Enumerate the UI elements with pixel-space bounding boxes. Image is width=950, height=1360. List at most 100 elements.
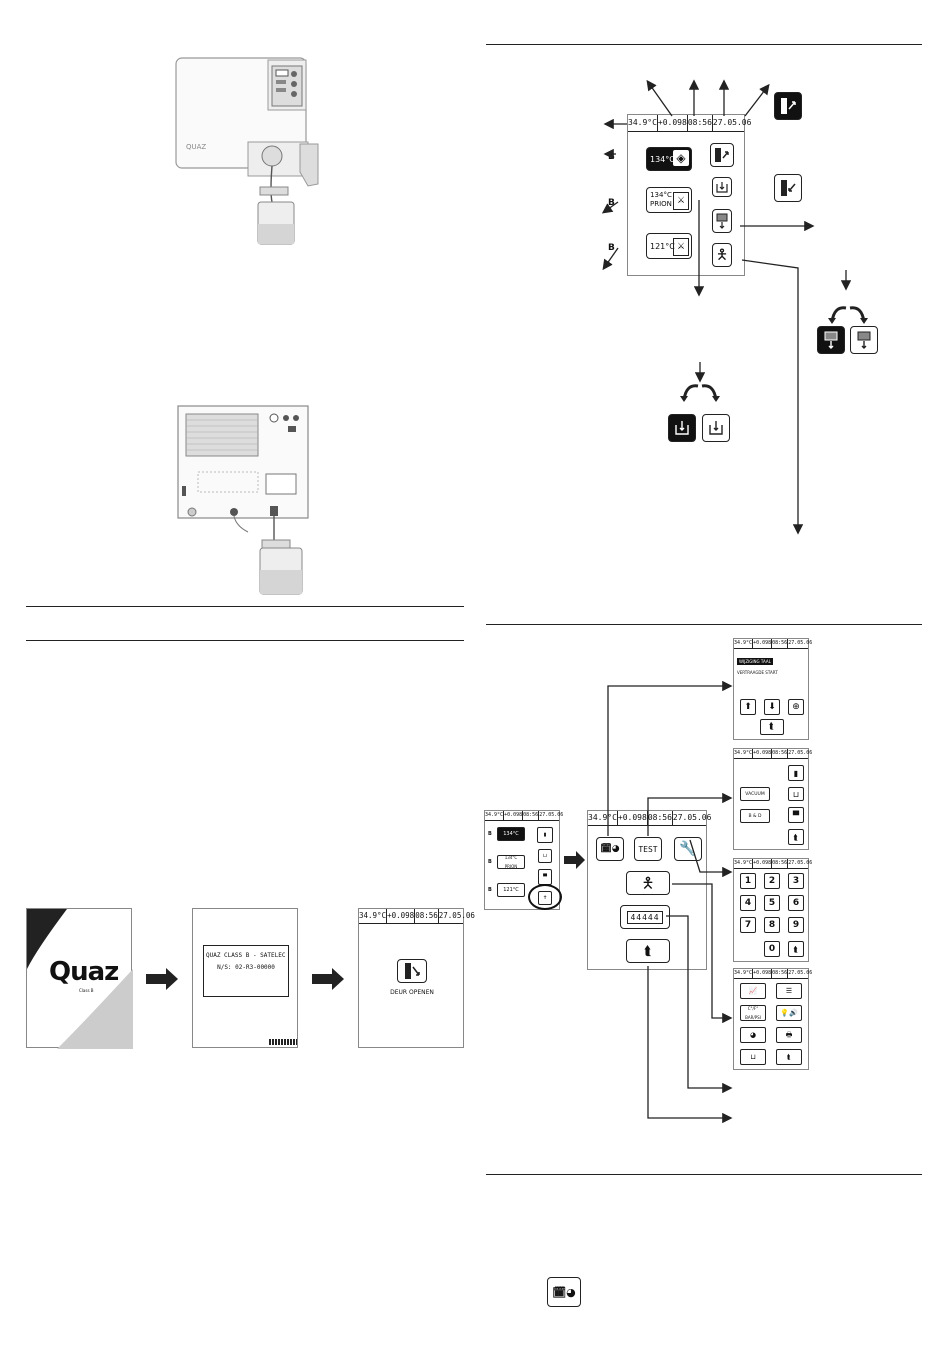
down-button[interactable]: ⬇ [764, 699, 780, 715]
key-4[interactable]: 4 [740, 895, 756, 911]
door-open-icon [715, 148, 729, 162]
arrow-down-icon: ⬇ [768, 701, 776, 712]
vacuum-test-button[interactable]: VACUUM [740, 787, 770, 801]
quaz-logo-subtitle: Class B [79, 988, 94, 993]
bowie-dick-test-button[interactable]: B & D [740, 809, 770, 823]
boot-logo-screen: Quaz Class B [26, 908, 133, 1049]
tank-fill-icon: ⊔ [750, 1052, 756, 1061]
report-list-button[interactable]: ☰ [776, 983, 802, 999]
tank-fill-icon [709, 421, 723, 435]
section-divider [26, 606, 464, 607]
units-label-top: C°/F° [747, 1006, 759, 1011]
key-6[interactable]: 6 [788, 895, 804, 911]
temperature-readout: 34.9°C [588, 811, 618, 825]
program-134-button[interactable]: 134°C ◈ [646, 147, 692, 171]
graph-button[interactable]: 📈 [740, 983, 766, 999]
door-open-screen: 34.9°C +0.098 08:56 27.05.06 DEUR OPENEN [358, 908, 475, 1048]
main-cycle-screen: 34.9°C +0.098 08:56 27.05.06 134°C ◈ 134… [627, 114, 751, 276]
tank-fill-icon [716, 182, 728, 193]
program-134-prion-label: 134°C PRION [650, 191, 672, 208]
tank-drain-inactive-icon [850, 326, 878, 354]
program-134-prion-button[interactable]: 134°C PRION ⚔ [646, 187, 692, 213]
tank-drain-button[interactable] [712, 209, 732, 233]
door-open-thumb: ▮ [537, 827, 553, 843]
graph-icon: 📈 [748, 986, 758, 995]
key-1[interactable]: 1 [740, 873, 756, 889]
back-button[interactable]: ⮬ [626, 939, 670, 963]
counter-button[interactable]: 44444 [620, 905, 670, 929]
head-button[interactable]: ◕ [740, 1027, 766, 1043]
temperature-readout: 34.9°C [359, 909, 388, 923]
delayed-start-menu-item[interactable]: VERTRAAGDE START [737, 670, 778, 675]
enter-icon: ⊕ [792, 701, 800, 712]
time-readout: 08:56 [415, 909, 439, 923]
key-2[interactable]: 2 [764, 873, 780, 889]
tank-fill-button[interactable]: ⊔ [740, 1049, 766, 1065]
door-open-label: DEUR OPENEN [390, 989, 434, 996]
key-3[interactable]: 3 [788, 873, 804, 889]
key-9[interactable]: 9 [788, 917, 804, 933]
list-icon: ☰ [785, 986, 793, 995]
key-5[interactable]: 5 [764, 895, 780, 911]
tank-fill-thumb: ⊔ [538, 849, 552, 863]
language-clock-button[interactable]: 🗓◕ [596, 837, 624, 861]
door-open-button [774, 92, 802, 120]
person-icon: 🯅 [715, 246, 729, 263]
tank-drain-icon [824, 331, 838, 349]
tank-drain-button[interactable]: ▀ [788, 807, 804, 823]
door-open-button[interactable] [710, 143, 734, 167]
model-info-box: QUAZ CLASS B - SATELEC N/S: 02-R3-00000 [203, 945, 289, 997]
back-button[interactable]: ⮬ [788, 941, 804, 957]
language-clock-icon: 🗓◕ [600, 843, 620, 854]
cycle-b-label-2: B [608, 198, 615, 208]
key-7[interactable]: 7 [740, 917, 756, 933]
progress-bar [269, 1039, 297, 1045]
light-sound-button[interactable]: 💡🔊 [776, 1005, 802, 1021]
tank-drain-icon: ▀ [543, 873, 547, 880]
key-8[interactable]: 8 [764, 917, 780, 933]
door-open-icon: ▮ [793, 768, 799, 778]
pressure-readout: +0.098 [618, 811, 648, 825]
person-menu-button[interactable]: 🯅 [712, 243, 732, 267]
test-button[interactable]: TEST [634, 837, 662, 861]
program-134-prion-thumb: 134°C PRION [497, 855, 525, 869]
highlight-circle [528, 884, 562, 910]
pressure-readout: +0.098 [387, 909, 416, 923]
diamond-icon: ◈ [673, 150, 689, 166]
tank-drain-thumb: ▀ [538, 869, 552, 885]
door-open-button[interactable]: ▮ [788, 765, 804, 781]
tank-drain-icon: ▀ [792, 810, 800, 820]
enter-button[interactable]: ⊕ [788, 699, 804, 715]
tank-fill-button[interactable] [712, 177, 732, 197]
arrow-right-icon [146, 968, 178, 990]
language-menu-item[interactable]: WIJZIGING TAAL [737, 658, 773, 665]
instruments-icon: ⚔ [673, 238, 689, 256]
units-button[interactable]: C°/F° BAR/PSI [740, 1005, 766, 1021]
tank-fill-icon [675, 421, 689, 435]
time-readout: 08:56 [648, 811, 673, 825]
maintenance-button[interactable]: 🔧 [674, 837, 702, 861]
date-readout: 27.05.06 [438, 911, 475, 920]
tank-fill-icon: ⊔ [543, 852, 547, 859]
counter-label: 44444 [627, 910, 663, 924]
up-button[interactable]: ⬆ [740, 699, 756, 715]
printer-button[interactable]: 🖶 [776, 1027, 802, 1043]
user-button[interactable]: 🯅 [626, 871, 670, 895]
back-button[interactable]: ⮬ [776, 1049, 802, 1065]
program-121-button[interactable]: 121°C ⚔ [646, 233, 692, 259]
menu-screen: 34.9°C +0.098 08:56 27.05.06 🗓◕ TEST 🔧 🯅… [587, 810, 711, 970]
tank-fill-active-icon [668, 414, 696, 442]
logo-swoosh-graphic [27, 909, 133, 1049]
back-button[interactable]: ⮬ [760, 719, 784, 735]
back-button[interactable]: ⮬ [788, 829, 804, 845]
tank-fill-icon: ⊔ [792, 789, 800, 799]
door-open-button[interactable] [397, 959, 427, 983]
tank-fill-button[interactable]: ⊔ [788, 787, 804, 801]
arrow-right-icon [564, 851, 585, 869]
key-0[interactable]: 0 [764, 941, 780, 957]
tank-drain-active-icon [817, 326, 845, 354]
callout-arrows [601, 79, 852, 535]
instruments-icon: ⚔ [673, 192, 689, 210]
